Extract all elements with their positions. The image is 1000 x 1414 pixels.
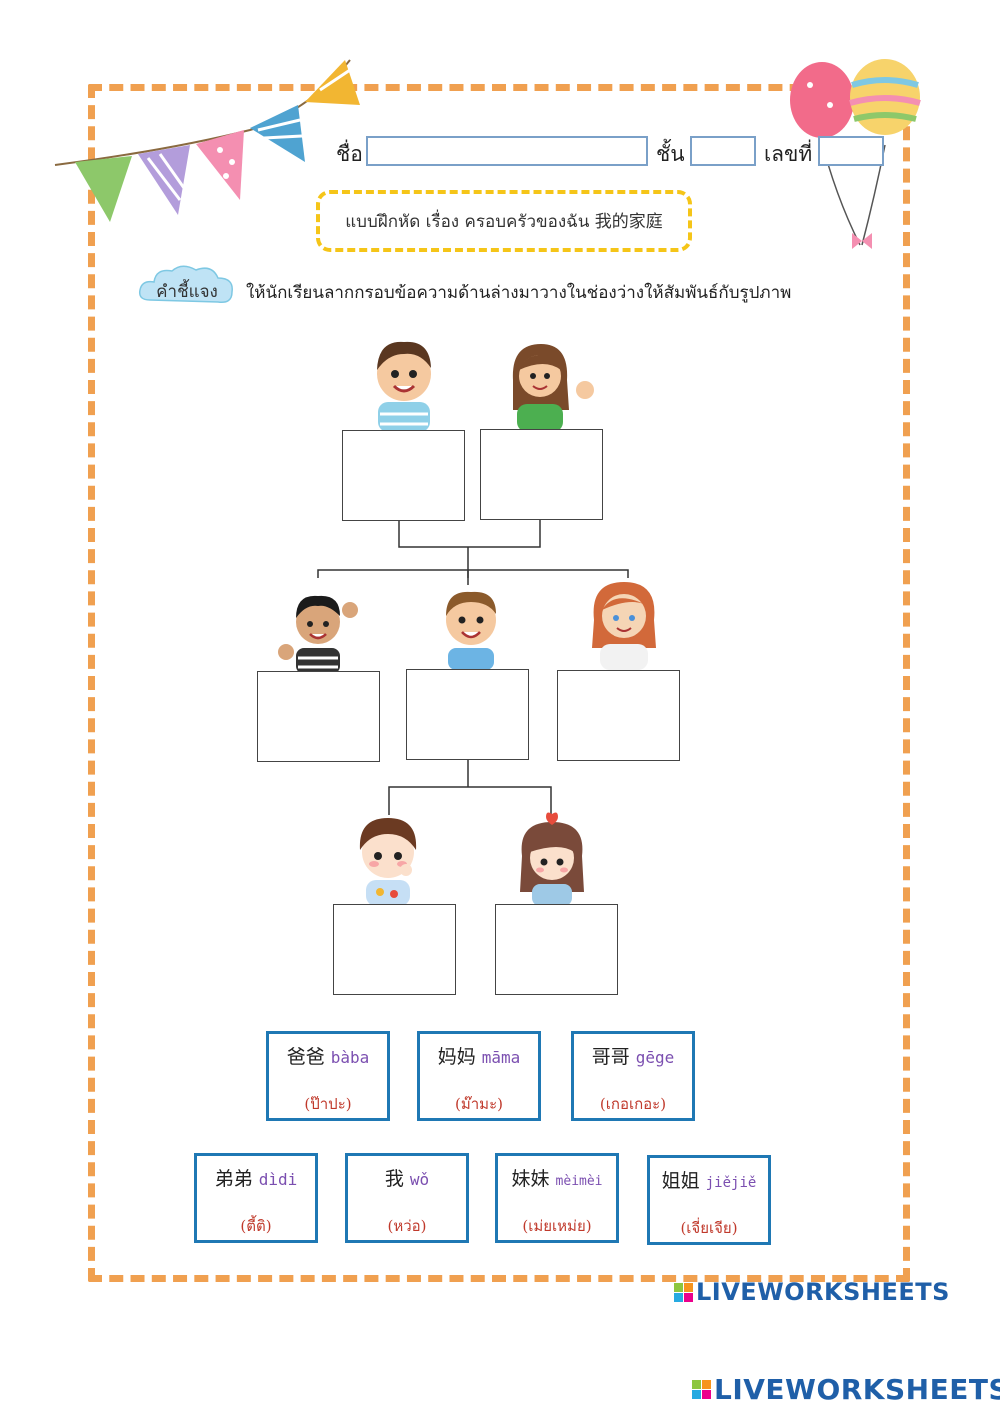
balloons-decoration [790, 59, 921, 249]
instruction-text: ให้นักเรียนลากกรอบข้อความด้านล่างมาวางใน… [246, 283, 792, 303]
class-label: ชั้น [656, 142, 685, 166]
drop-box-younger-girl[interactable] [495, 904, 618, 995]
card-thai: (หว่อ) [387, 1217, 427, 1235]
father-avatar-icon [377, 341, 431, 432]
card-thai: (ม๊ามะ) [455, 1095, 503, 1113]
liveworksheets-logo-footer: LIVEWORKSHEETS [692, 1373, 1000, 1406]
instruction-tag: คำชี้แจง [156, 282, 218, 302]
older-sister-avatar-icon [592, 582, 656, 670]
card-chinese: 姐姐 jiějiě [661, 1170, 757, 1192]
younger-sister-avatar-icon [520, 812, 584, 906]
card-thai: (เจี่ยเจีย) [680, 1219, 738, 1237]
card-thai: (เกอเกอะ) [599, 1095, 667, 1113]
name-label: ชื่อ [336, 142, 363, 166]
number-label: เลขที่ [764, 142, 813, 166]
bunting-decoration [54, 59, 360, 222]
drop-box-right-child[interactable] [557, 670, 680, 761]
mother-avatar-icon [512, 344, 594, 432]
class-field[interactable] [690, 136, 756, 166]
liveworksheets-mark-icon [674, 1282, 693, 1302]
word-card-didi[interactable]: 弟弟 dìdi (ตี้ติ) [194, 1153, 318, 1243]
word-card-meimei[interactable]: 妹妹 mèimèi (เม่ยเหม่ย) [495, 1153, 619, 1243]
drop-box-mother[interactable] [480, 429, 603, 520]
card-chinese: 弟弟 dìdi [214, 1168, 298, 1190]
word-card-jiejie[interactable]: 姐姐 jiějiě (เจี่ยเจีย) [647, 1155, 771, 1245]
drop-box-left-child[interactable] [257, 671, 380, 762]
me-avatar-icon [446, 591, 496, 670]
card-chinese: 哥哥 gēge [591, 1046, 675, 1068]
younger-brother-avatar-icon [278, 595, 358, 674]
card-chinese: 妹妹 mèimèi [511, 1168, 603, 1190]
worksheet-title: แบบฝึกหัด เรื่อง ครอบครัวของฉัน 我的家庭 [316, 190, 692, 252]
card-chinese: 爸爸 bàba [286, 1046, 370, 1068]
drop-box-father[interactable] [342, 430, 465, 521]
drop-box-middle-child[interactable] [406, 669, 529, 760]
word-card-gege[interactable]: 哥哥 gēge (เกอเกอะ) [571, 1031, 695, 1121]
liveworksheets-logo-inner: LIVEWORKSHEETS [674, 1278, 950, 1306]
name-field[interactable] [366, 136, 648, 166]
liveworksheets-mark-icon [692, 1380, 711, 1399]
card-chinese: 我 wǒ [384, 1168, 430, 1190]
number-field[interactable] [818, 136, 884, 166]
instruction-cloud-icon [138, 265, 233, 304]
card-thai: (เม่ยเหม่ย) [522, 1217, 592, 1235]
word-card-wo[interactable]: 我 wǒ (หว่อ) [345, 1153, 469, 1243]
card-thai: (ป๊าปะ) [304, 1095, 352, 1113]
word-card-mama[interactable]: 妈妈 māma (ม๊ามะ) [417, 1031, 541, 1121]
page-border [88, 84, 910, 1282]
younger-brother-child-avatar-icon [359, 818, 417, 906]
word-card-baba[interactable]: 爸爸 bàba (ป๊าปะ) [266, 1031, 390, 1121]
drop-box-younger-boy[interactable] [333, 904, 456, 995]
card-thai: (ตี้ติ) [240, 1217, 272, 1235]
card-chinese: 妈妈 māma [437, 1046, 521, 1068]
